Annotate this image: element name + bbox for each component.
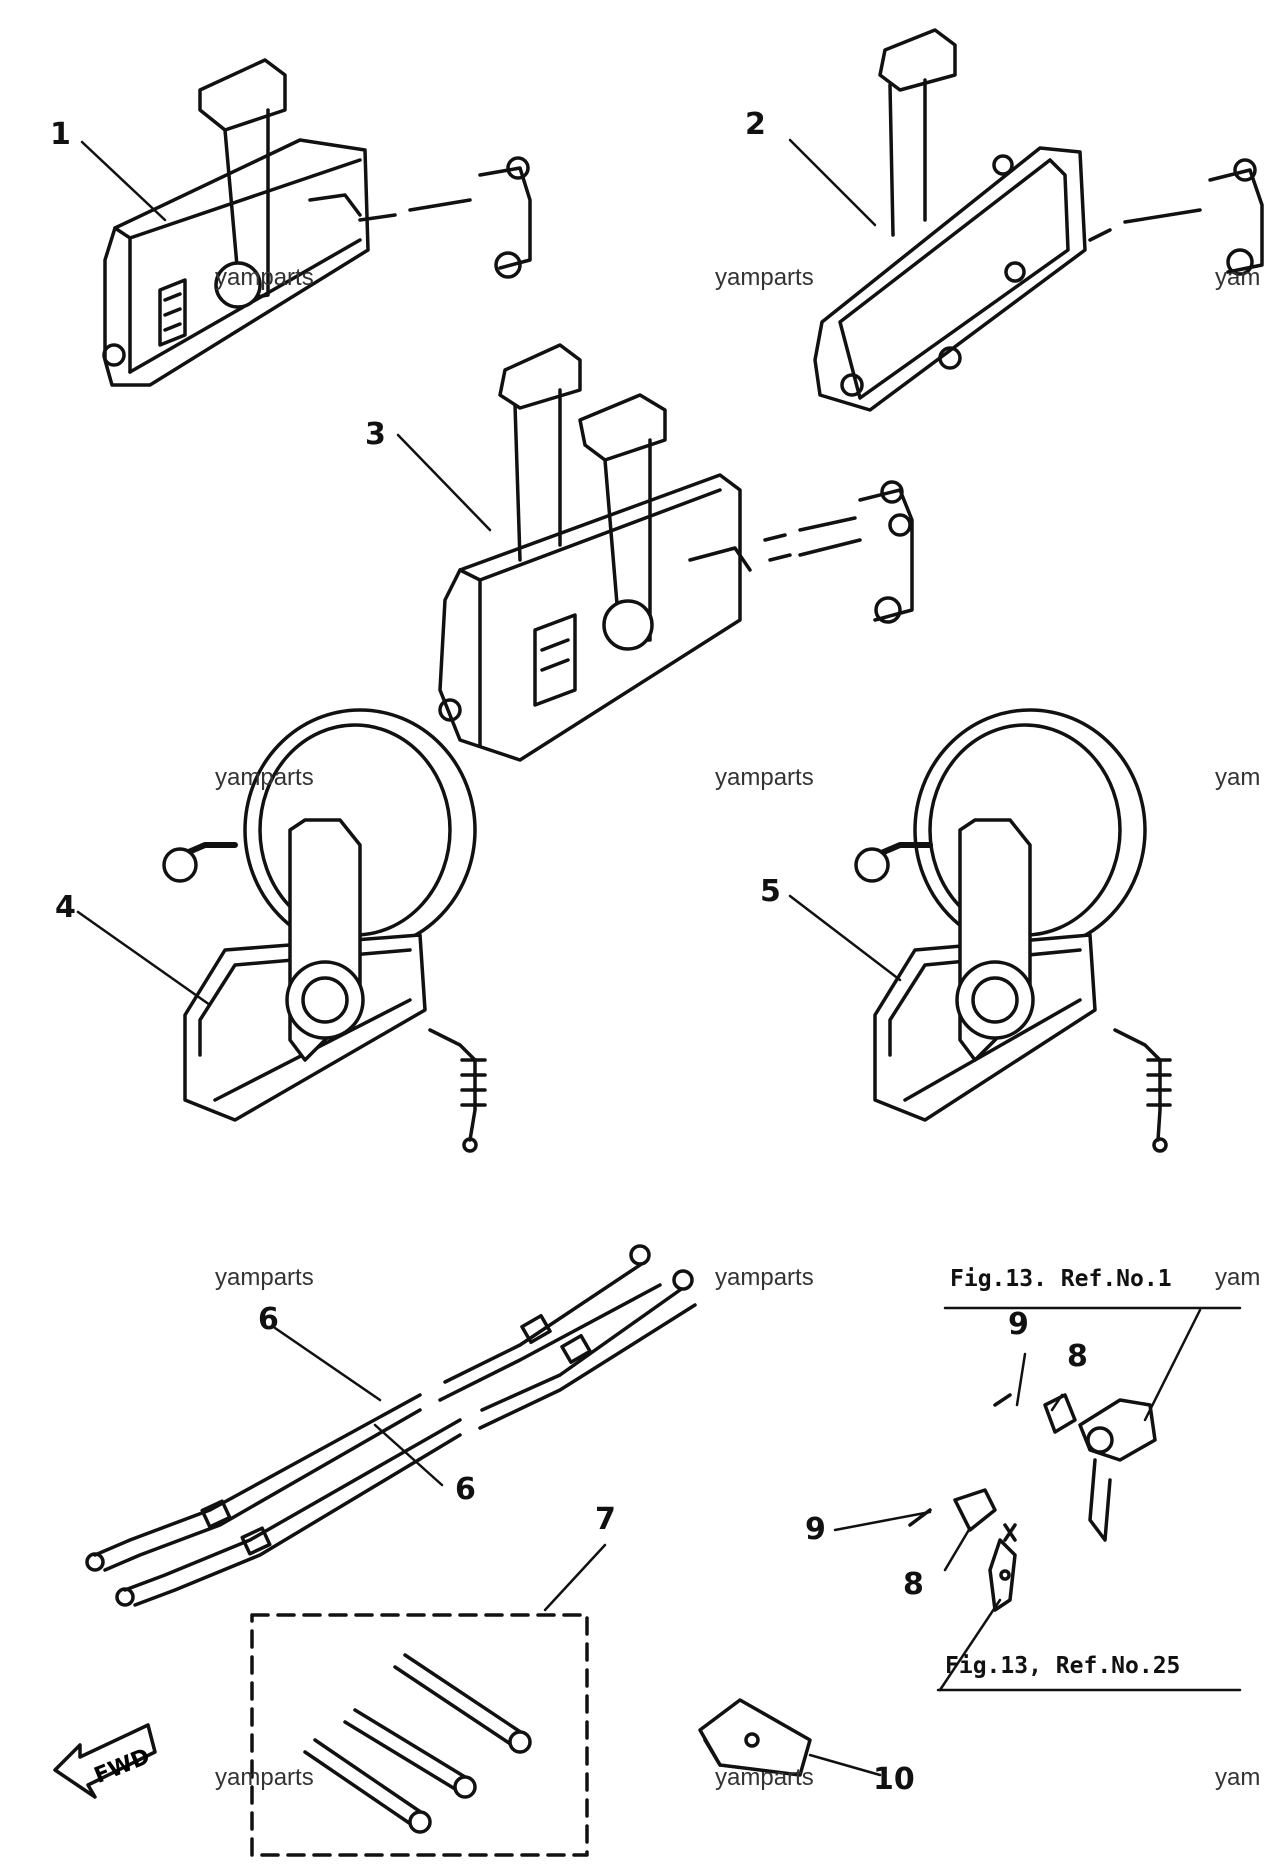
control-cables-6 (85, 1244, 697, 1607)
remote-control-box-3 (438, 343, 914, 762)
callout-10: 10 (873, 1762, 915, 1797)
callout-6-upper: 6 (258, 1302, 279, 1337)
bracket-10 (698, 1698, 812, 1777)
bolt-set-7 (250, 1613, 589, 1857)
callout-1: 1 (50, 117, 71, 152)
callout-5: 5 (760, 874, 781, 909)
callout-9-lower: 9 (805, 1512, 826, 1547)
callout-7: 7 (595, 1502, 616, 1537)
detail-parts-8-9 (908, 1393, 1157, 1612)
callout-2: 2 (745, 107, 766, 142)
remote-control-box-2 (813, 28, 1264, 412)
watermark: yam (1215, 266, 1261, 290)
fwd-arrow (53, 1723, 157, 1799)
remote-control-box-1 (102, 58, 532, 387)
ref-note-bottom: Fig.13, Ref.No.25 (945, 1653, 1181, 1679)
watermark: yamparts (715, 1766, 814, 1790)
watermark: yam (1215, 1266, 1261, 1290)
callout-6-lower: 6 (455, 1472, 476, 1507)
callout-9-upper: 9 (1008, 1307, 1029, 1342)
watermark: yam (1215, 766, 1261, 790)
watermark: yamparts (215, 266, 314, 290)
callout-8-upper: 8 (1067, 1339, 1088, 1374)
remote-control-box-4 (162, 708, 487, 1153)
callout-4: 4 (55, 890, 76, 925)
callout-3: 3 (365, 417, 386, 452)
watermark: yamparts (715, 266, 814, 290)
watermark: yamparts (715, 766, 814, 790)
ref-note-top: Fig.13. Ref.No.1 (950, 1266, 1172, 1292)
watermark: yamparts (215, 766, 314, 790)
remote-control-box-5 (854, 708, 1172, 1153)
watermark: yamparts (715, 1266, 814, 1290)
callout-8-lower: 8 (903, 1567, 924, 1602)
watermark: yamparts (215, 1766, 314, 1790)
leader-lines (76, 138, 1242, 1777)
watermark: yam (1215, 1766, 1261, 1790)
watermark: yamparts (215, 1266, 314, 1290)
